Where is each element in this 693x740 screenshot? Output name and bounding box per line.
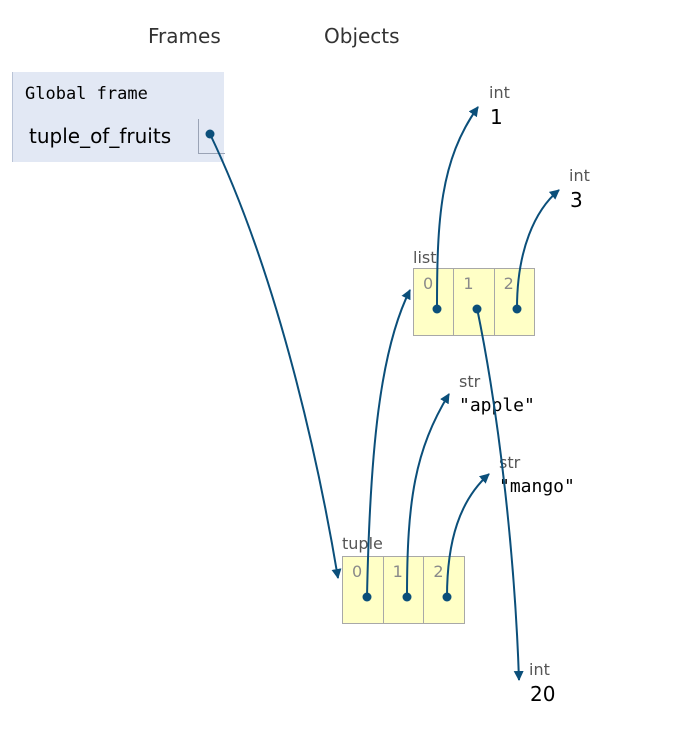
tuple-type-label: tuple: [342, 534, 383, 553]
list-type-label: list: [413, 248, 437, 267]
list-cell: 1: [453, 269, 493, 335]
pointer-dot: [432, 304, 442, 314]
int-type-label: int: [489, 83, 510, 102]
pointer-arrow: [406, 393, 450, 598]
variable-pointer-slot: [198, 119, 225, 154]
frame-title: Global frame: [25, 84, 148, 104]
int-value: 20: [530, 682, 556, 706]
tuple-cell: 0: [343, 557, 383, 623]
objects-header: Objects: [324, 24, 400, 48]
pointer-dot: [402, 592, 412, 602]
cell-index: 2: [433, 562, 444, 581]
pointer-dot: [362, 592, 372, 602]
pointer-arrow: [446, 473, 490, 598]
pointer-dot: [512, 304, 522, 314]
int-value: 1: [490, 105, 503, 129]
str-value: "apple": [459, 395, 535, 416]
int-type-label: int: [569, 166, 590, 185]
tuple-cell: 1: [382, 557, 424, 623]
int-value: 3: [570, 188, 583, 212]
list-cell: 2: [493, 269, 534, 335]
int-type-label: int: [529, 660, 550, 679]
str-value: "mango": [499, 476, 575, 497]
pointer-arrow: [436, 106, 479, 309]
pointer-arrow: [366, 289, 411, 598]
str-type-label: str: [499, 453, 521, 472]
cell-index: 1: [392, 562, 403, 581]
tuple-object: 0 1 2: [342, 556, 465, 624]
pointer-arrow: [476, 307, 524, 681]
pointer-arrow: [516, 189, 560, 309]
pointer-dot: [205, 129, 215, 139]
list-object: 0 1 2: [413, 268, 535, 336]
pointer-arrow: [209, 133, 342, 579]
cell-index: 0: [423, 274, 434, 293]
tuple-cell: 2: [423, 557, 464, 623]
pointer-dot: [472, 304, 482, 314]
str-type-label: str: [459, 372, 481, 391]
list-cell: 0: [414, 269, 453, 335]
cell-index: 2: [503, 274, 514, 293]
frames-header: Frames: [148, 24, 221, 48]
cell-index: 0: [352, 562, 363, 581]
global-frame: Global frame tuple_of_fruits: [12, 72, 225, 162]
pointer-dot: [442, 592, 452, 602]
cell-index: 1: [463, 274, 474, 293]
variable-name: tuple_of_fruits: [29, 124, 172, 148]
